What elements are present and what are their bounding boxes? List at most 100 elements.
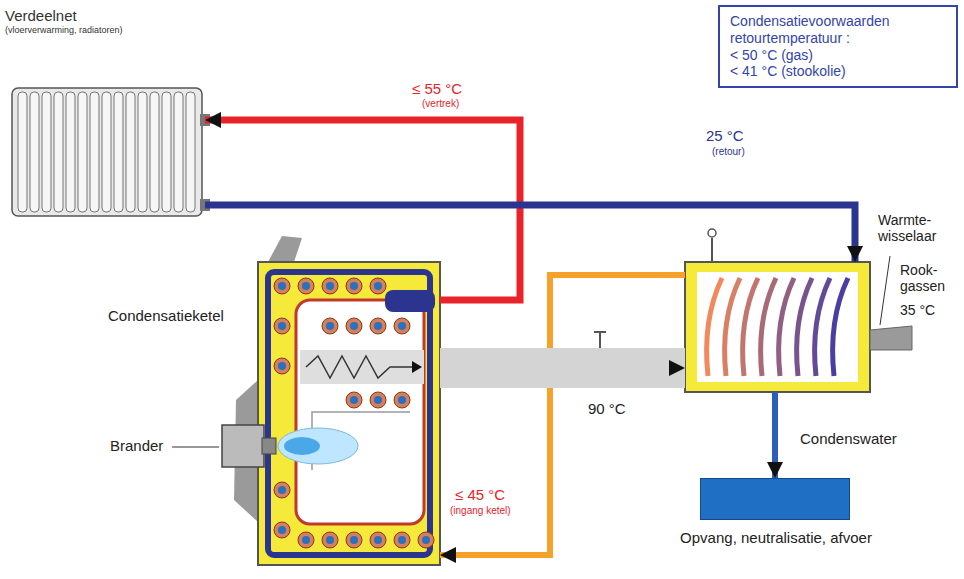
- radiator-node: Verdeelnet(vloerverwarming, radiatoren): [10, 85, 205, 220]
- duct-valve: [594, 331, 606, 333]
- burner-body: [222, 425, 264, 467]
- tube: [274, 358, 290, 374]
- node-text: Condensatieketel: [108, 307, 224, 324]
- coil-winding: [743, 278, 758, 376]
- tube: [274, 482, 290, 498]
- tube: [394, 318, 410, 334]
- radiator-column: [186, 92, 195, 212]
- tube-water: [374, 536, 382, 544]
- coil-winding: [707, 278, 722, 376]
- radiator-column: [126, 92, 135, 212]
- value-label: (ingang ketel): [450, 505, 511, 517]
- node-text: Verdeelnet: [5, 7, 77, 24]
- tube-water: [278, 282, 286, 290]
- radiator-column: [114, 92, 123, 212]
- radiator-column: [102, 92, 111, 212]
- tube-water: [374, 396, 382, 404]
- leader-line: [172, 447, 219, 448]
- flue-outlet: [870, 326, 912, 350]
- tube-water: [326, 282, 334, 290]
- tube-water: [278, 362, 286, 370]
- boiler-body: [258, 262, 440, 565]
- tube-water: [302, 536, 310, 544]
- heating-element: [306, 356, 412, 378]
- node-text: Condensatievoorwaarden retourtemperatuur…: [730, 13, 946, 47]
- tube: [274, 318, 290, 334]
- node-text: (vloerverwarming, radiatoren): [5, 25, 123, 35]
- tube-water: [374, 282, 382, 290]
- radiator-column: [150, 92, 159, 212]
- value-label: (vertrek): [422, 98, 459, 110]
- coil-winding: [761, 278, 776, 376]
- tube-water: [398, 396, 406, 404]
- value-label: (retour): [712, 146, 745, 158]
- tube: [274, 278, 290, 294]
- radiator-column: [66, 92, 75, 212]
- tube: [394, 392, 410, 408]
- tube: [298, 532, 314, 548]
- duct-valve: [599, 332, 601, 348]
- tube-water: [398, 536, 406, 544]
- flame-core: [284, 437, 320, 455]
- burner-nozzle: [262, 438, 276, 454]
- condition-box: Condensatievoorwaarden retourtemperatuur…: [718, 5, 958, 88]
- tube: [418, 532, 434, 548]
- tube: [322, 318, 338, 334]
- radiator-column: [42, 92, 51, 212]
- value-label: Brander: [110, 437, 163, 454]
- flow-arrow: [412, 361, 422, 373]
- leader-line: [880, 256, 890, 325]
- tube: [298, 278, 314, 294]
- coil-winding: [797, 278, 812, 376]
- pipe-connector: [772, 392, 778, 478]
- tube: [346, 318, 362, 334]
- node-text: < 50 °C (gas): [730, 47, 946, 64]
- coil-winding: [725, 278, 740, 376]
- value-label: 25 °C: [706, 127, 744, 144]
- tube: [346, 392, 362, 408]
- coil-winding: [833, 278, 848, 376]
- node-text: Opvang, neutralisatie, afvoer: [680, 529, 872, 546]
- flow-collector: [385, 290, 435, 312]
- exchanger-body: [685, 262, 870, 392]
- tube-water: [326, 536, 334, 544]
- radiator-column: [54, 92, 63, 212]
- tube: [274, 522, 290, 538]
- pipe-connector: [440, 348, 685, 388]
- radiator-column: [78, 92, 87, 212]
- tube-water: [278, 486, 286, 494]
- radiator-column: [138, 92, 147, 212]
- tube: [346, 532, 362, 548]
- coil-winding: [815, 278, 830, 376]
- tube-water: [350, 536, 358, 544]
- tube: [370, 392, 386, 408]
- tube: [370, 318, 386, 334]
- radiator-column: [18, 92, 27, 212]
- boiler-housing: [268, 236, 302, 262]
- pipe-connector: [205, 205, 855, 262]
- thermometer: [711, 238, 713, 262]
- exchanger-interior: [697, 272, 858, 382]
- tube: [322, 532, 338, 548]
- pipe-connector: [440, 275, 685, 555]
- condensate-tank: Opvang, neutralisatie, afvoer: [700, 478, 850, 520]
- tube-water: [374, 322, 382, 330]
- value-label: 35 °C: [900, 302, 935, 318]
- value-label: Condenswater: [800, 430, 897, 447]
- boiler-node: Condensatieketel: [258, 262, 440, 565]
- combustion-chamber: [296, 300, 424, 524]
- tube: [394, 532, 410, 548]
- coil-winding: [779, 278, 794, 376]
- tube-water: [350, 396, 358, 404]
- radiator-column: [90, 92, 99, 212]
- water-jacket: [268, 272, 430, 555]
- radiator-column: [162, 92, 171, 212]
- tube: [370, 278, 386, 294]
- tube: [346, 278, 362, 294]
- value-label: 90 °C: [588, 400, 626, 417]
- tube-water: [326, 322, 334, 330]
- tube-water: [278, 526, 286, 534]
- tube-water: [398, 322, 406, 330]
- tube-water: [278, 322, 286, 330]
